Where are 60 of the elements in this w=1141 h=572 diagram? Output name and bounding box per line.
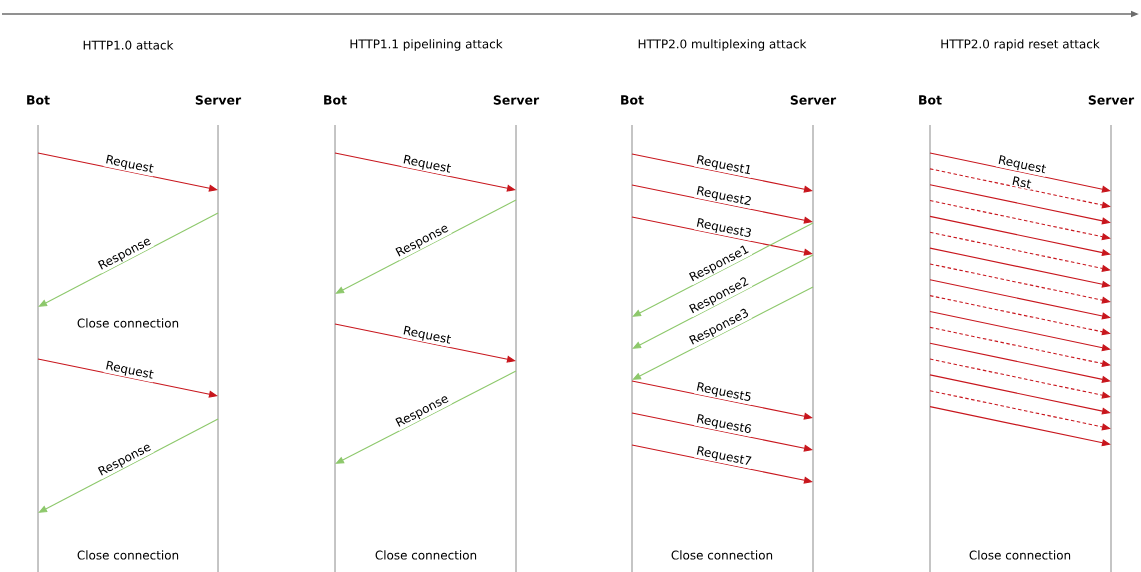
arrow [334, 152, 516, 192]
arrow [335, 370, 517, 464]
arrow [929, 358, 1111, 399]
arrow [929, 263, 1111, 304]
arrow [631, 184, 813, 224]
arrow [38, 212, 219, 307]
arrow [37, 358, 218, 398]
panel-title: HTTP1.0 attack [81, 39, 175, 51]
panel-title: HTTP2.0 rapid reset attack [939, 38, 1101, 52]
note: Close connection [373, 549, 479, 561]
edge-label: Request [400, 324, 453, 348]
arrow [335, 199, 517, 294]
lifeline-label: Server [195, 95, 242, 105]
arrow [929, 342, 1111, 383]
lifeline-label: Bot [27, 95, 50, 105]
note: Close connection [669, 549, 775, 561]
lifeline-label: Bot [919, 95, 942, 105]
lifeline-label: Server [790, 95, 837, 105]
arrow [929, 247, 1111, 288]
arrow [631, 380, 813, 420]
arrow [929, 152, 1111, 193]
arrow [929, 279, 1111, 320]
arrow [631, 444, 813, 484]
edge-label: Request [400, 153, 453, 177]
arrow [929, 184, 1111, 225]
arrow [38, 418, 219, 513]
edge-label: Request7 [694, 444, 754, 470]
edge-label: Request2 [694, 184, 754, 210]
arrow [37, 152, 218, 192]
lifeline-label: Server [1088, 95, 1135, 105]
edge-label: Request5 [694, 380, 754, 406]
arrow [929, 168, 1111, 209]
lifeline-label: Server [493, 95, 540, 105]
note: Close connection [75, 317, 181, 329]
panel-title: HTTP1.1 pipelining attack [348, 38, 504, 52]
lifeline-label: Bot [324, 95, 347, 105]
panel-title: HTTP2.0 multiplexing attack [636, 38, 808, 52]
arrow [929, 200, 1111, 241]
arrow [929, 310, 1111, 352]
lifeline-label: Bot [621, 95, 644, 105]
arrow [631, 216, 813, 256]
arrow [632, 286, 814, 380]
arrow [929, 374, 1111, 415]
arrow [632, 222, 814, 317]
edge-label: Request [103, 359, 156, 383]
arrow [929, 295, 1111, 336]
arrow [334, 323, 516, 363]
arrow [929, 231, 1111, 272]
note: Close connection [75, 549, 181, 561]
edge-label: Request [103, 153, 156, 177]
note: Close connection [967, 549, 1073, 561]
edge-label: Request1 [694, 153, 754, 179]
arrow [929, 390, 1111, 431]
arrow [631, 153, 813, 193]
edge-label: Request6 [694, 412, 754, 438]
edge-label: Request3 [694, 216, 754, 242]
arrow [631, 412, 813, 452]
arrow [632, 254, 814, 349]
edge-label: Rst [1010, 174, 1034, 190]
arrow [929, 406, 1111, 447]
